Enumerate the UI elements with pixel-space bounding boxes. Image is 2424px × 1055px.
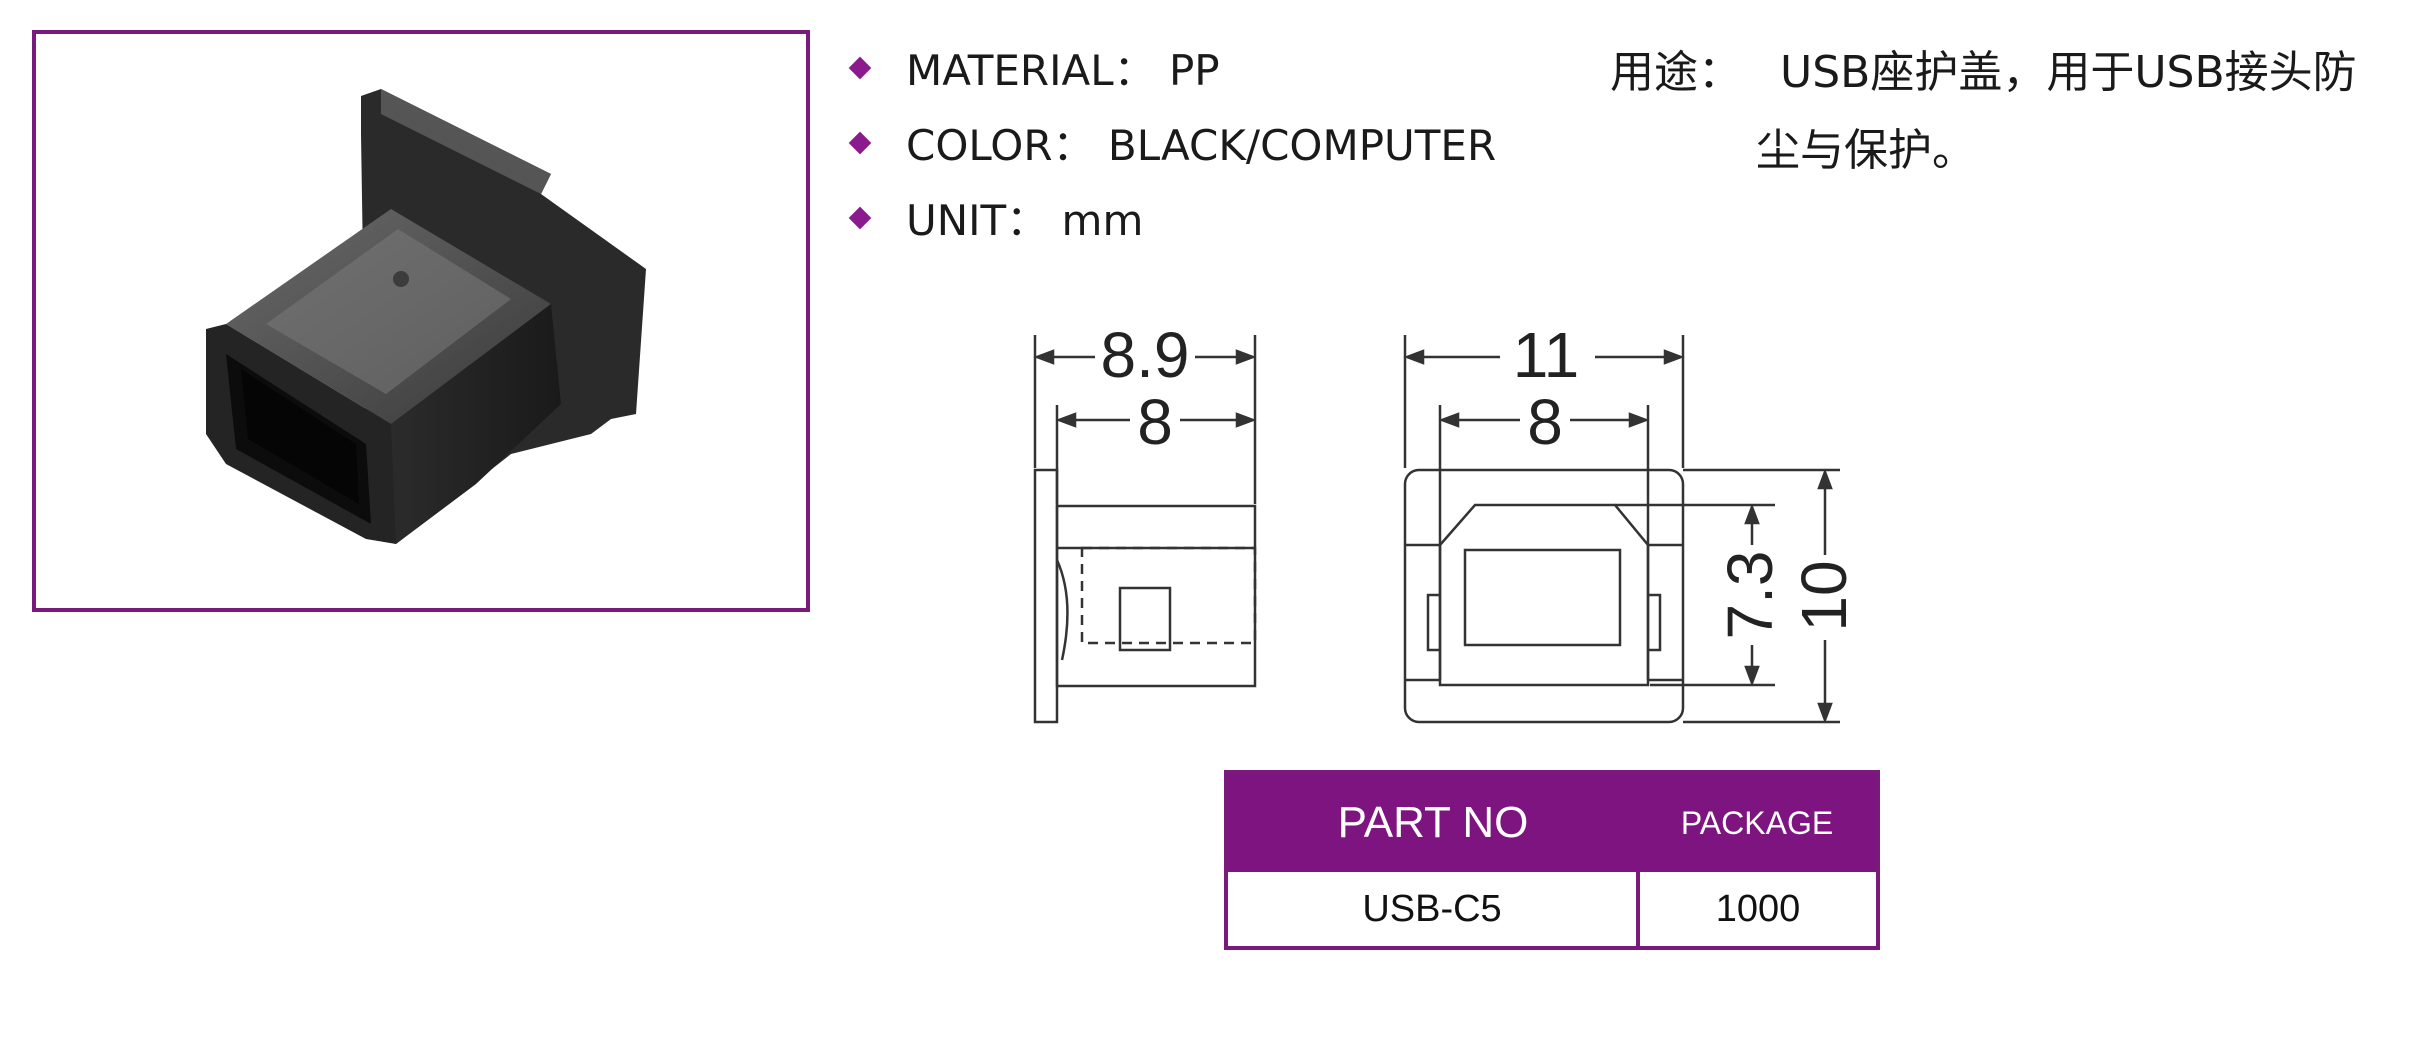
spec-text: MATERIAL： PP (906, 46, 1220, 95)
dim-side-overall-width: 8.9 (1101, 319, 1190, 391)
dim-side-body-width: 8 (1137, 386, 1173, 458)
part-table: PART NO PACKAGE USB-C5 1000 (1224, 770, 1880, 950)
spec-item-color: COLOR： BLACK/COMPUTER (846, 105, 1496, 180)
table-header-row: PART NO PACKAGE (1226, 772, 1878, 872)
dim-front-overall-height: 10 (1788, 560, 1860, 631)
side-view-outline (1033, 468, 1257, 724)
dim-front-inner-height: 7.3 (1714, 551, 1786, 640)
spec-text: UNIT： mm (906, 196, 1144, 245)
product-photo (206, 89, 646, 544)
usage-text-line2: 尘与保护。 (1756, 125, 1976, 176)
dim-front-overall-width: 11 (1513, 319, 1579, 391)
diamond-bullet-icon (848, 56, 872, 79)
header-package: PACKAGE (1638, 772, 1878, 872)
product-photo-frame (32, 30, 810, 612)
cell-package: 1000 (1715, 887, 1801, 930)
usage-text-line1: USB座护盖，用于USB接头防 (1780, 47, 2357, 98)
dim-front-inner-width: 8 (1527, 386, 1563, 458)
header-part-no: PART NO (1226, 772, 1638, 872)
front-view-outline (1403, 468, 1685, 724)
spec-text: COLOR： BLACK/COMPUTER (906, 121, 1497, 170)
spec-item-material: MATERIAL： PP (846, 30, 1496, 105)
usage-label: 用途： (1610, 47, 1742, 98)
diamond-bullet-icon (848, 206, 872, 229)
usage-description: 用途： USB座护盖，用于USB接头防 尘与保护。 (1610, 34, 2357, 190)
spec-item-unit: UNIT： mm (846, 180, 1496, 255)
diamond-bullet-icon (848, 131, 872, 154)
spec-list: MATERIAL： PP COLOR： BLACK/COMPUTER UNIT：… (846, 30, 1496, 255)
table-row: USB-C5 1000 (1226, 872, 1878, 948)
cell-part-no: USB-C5 (1226, 872, 1640, 948)
